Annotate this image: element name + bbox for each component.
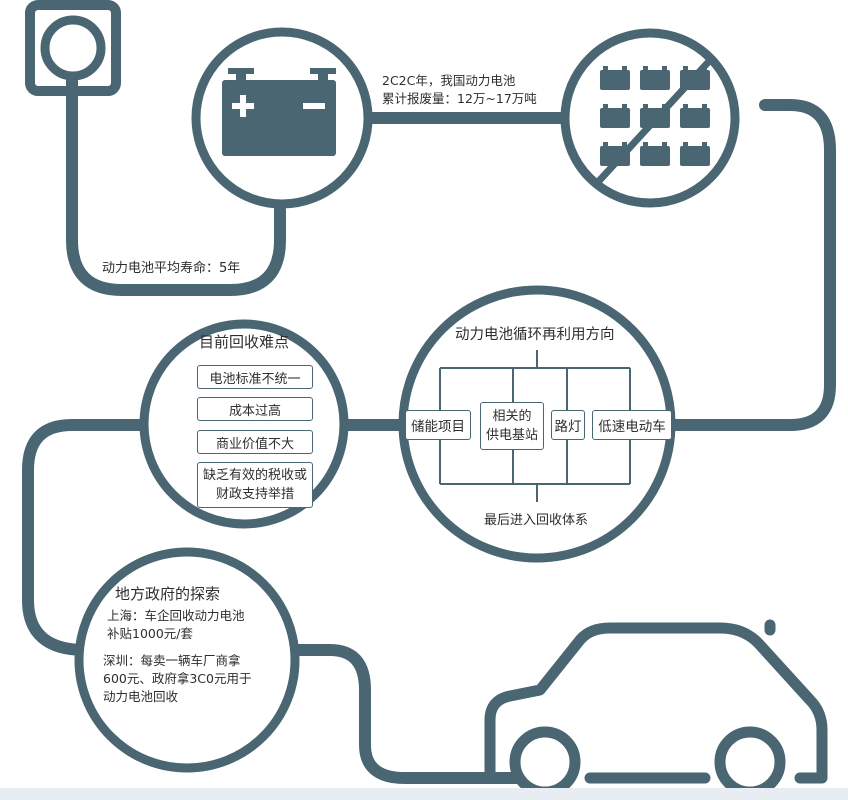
scrap-circle	[560, 28, 740, 208]
shanghai-line1: 上海：车企回收动力电池	[107, 608, 245, 623]
shenzhen-line2: 600元、政府拿3C0元用于	[103, 671, 252, 686]
reuse-item-base-station: 相关的 供电基站	[480, 402, 544, 450]
car-icon	[484, 619, 828, 784]
connector-scrap-to-reuse	[661, 99, 836, 431]
connector-outlet-to-battery	[66, 72, 286, 296]
difficulty-item-1: 电池标准不统一	[197, 365, 313, 389]
bottom-strip	[0, 788, 848, 800]
difficulty-item-3: 商业价值不大	[197, 430, 313, 454]
reuse-item-energy-storage: 储能项目	[405, 410, 471, 440]
shenzhen-line3: 动力电池回收	[103, 689, 179, 704]
power-outlet-icon	[25, 0, 121, 96]
scrap-volume-line2: 累计报废量：12万~17万吨	[382, 91, 537, 106]
battery-circle	[191, 27, 373, 209]
shanghai-line2: 补贴1000元/套	[107, 626, 194, 641]
shenzhen-line1: 深圳：每卖一辆车厂商拿	[103, 653, 241, 668]
connector-gov-to-car	[284, 644, 526, 784]
difficulties-title: 目前回收难点	[199, 333, 290, 351]
difficulty-item-4-line2: 财政支持举措	[215, 487, 294, 502]
reuse-base-station-line2: 供电基站	[485, 428, 538, 443]
local-gov-title: 地方政府的探索	[115, 585, 221, 603]
difficulty-item-2: 成本过高	[197, 397, 313, 421]
difficulty-item-4: 缺乏有效的税收或 财政支持举措	[197, 462, 313, 508]
battery-life-label: 动力电池平均寿命：5年	[102, 261, 241, 276]
reuse-item-streetlight: 路灯	[551, 410, 585, 440]
reuse-base-station-line1: 相关的	[492, 409, 532, 424]
scrap-volume-line1: 2C2C年，我国动力电池	[382, 73, 516, 88]
reuse-footer: 最后进入回收体系	[484, 513, 589, 528]
battery-icon	[222, 68, 336, 156]
difficulty-item-4-line1: 缺乏有效的税收或	[202, 468, 307, 483]
battery-grid-crossed-icon	[595, 55, 715, 185]
reuse-title: 动力电池循环再利用方向	[455, 327, 615, 343]
government-circle	[74, 547, 300, 773]
reuse-item-low-speed-ev: 低速电动车	[592, 410, 672, 440]
connector-difficulties-to-gov	[22, 419, 156, 656]
